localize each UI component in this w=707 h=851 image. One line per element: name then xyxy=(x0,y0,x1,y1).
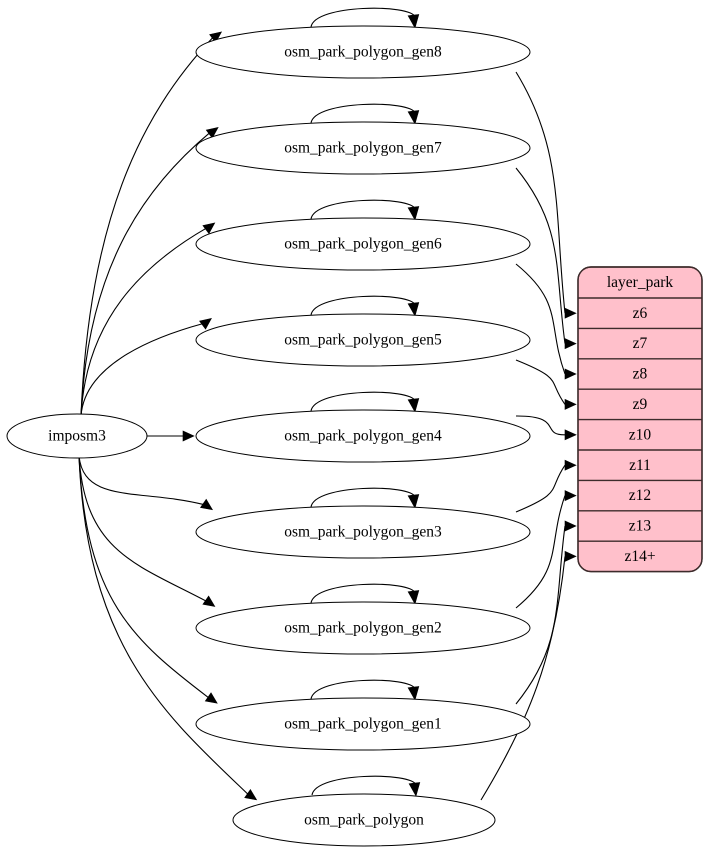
node-label-osm_park_polygon_gen4: osm_park_polygon_gen4 xyxy=(284,428,442,445)
self-loop-edge-osm_park_polygon_gen2 xyxy=(310,583,416,604)
arrowhead-self-loop-osm_park_polygon_gen1 xyxy=(407,686,420,701)
arrowhead-self-loop-osm_park_polygon_gen4 xyxy=(407,398,420,413)
edge-osm_park_polygon_gen8-to-z6 xyxy=(515,71,566,314)
arrowhead-self-loop-osm_park_polygon_gen2 xyxy=(407,590,420,605)
layer-park-table-node[interactable]: layer_park z6 z7 z8 z9 z10 z11 z12 z13 z14+ xyxy=(577,266,703,573)
layer-park-table-border xyxy=(577,266,703,573)
arrowhead-imposm3-to-osm_park_polygon_gen5 xyxy=(199,318,212,330)
self-loop-edge-osm_park_polygon_gen1 xyxy=(310,679,416,700)
edge-imposm3-to-osm_park_polygon_gen7 xyxy=(80,132,211,417)
arrowhead-osm_park_polygon-to-z14+ xyxy=(564,550,577,562)
arrowhead-osm_park_polygon_gen7-to-z7 xyxy=(564,338,577,350)
ellipse-shape-osm_park_polygon_gen3[interactable] xyxy=(195,505,531,559)
node-osm_park_polygon[interactable]: osm_park_polygon xyxy=(232,793,496,847)
node-osm_park_polygon_gen1[interactable]: osm_park_polygon_gen1 xyxy=(195,697,531,751)
arrowhead-osm_park_polygon_gen8-to-z6 xyxy=(564,307,577,319)
ellipse-shape-osm_park_polygon_gen6[interactable] xyxy=(195,217,531,271)
edges-layer xyxy=(78,31,577,801)
layer-park-table-header-label: layer_park xyxy=(607,274,674,291)
arrowhead-osm_park_polygon_gen5-to-z9 xyxy=(564,398,577,410)
self-loop-edge-osm_park_polygon_gen8 xyxy=(310,7,416,28)
arrowhead-osm_park_polygon_gen3-to-z11 xyxy=(564,459,577,471)
arrowhead-imposm3-to-osm_park_polygon_gen1 xyxy=(204,692,218,704)
node-osm_park_polygon_gen5[interactable]: osm_park_polygon_gen5 xyxy=(195,313,531,367)
arrowhead-self-loop-osm_park_polygon_gen3 xyxy=(407,494,420,509)
arrowhead-self-loop-osm_park_polygon_gen6 xyxy=(407,206,420,221)
edge-osm_park_polygon_gen6-to-z8 xyxy=(515,263,566,375)
node-label-osm_park_polygon_gen3: osm_park_polygon_gen3 xyxy=(284,524,442,541)
table-row-label-z11[interactable]: z11 xyxy=(629,457,651,474)
arrowhead-imposm3-to-osm_park_polygon_gen7 xyxy=(205,127,219,139)
table-row-label-z7[interactable]: z7 xyxy=(633,335,648,352)
edge-osm_park_polygon_gen7-to-z7 xyxy=(515,167,566,344)
ellipse-shape-osm_park_polygon_gen2[interactable] xyxy=(195,601,531,655)
ellipse-nodes-layer: osm_park_polygon_gen8 osm_park_polygon_ge… xyxy=(6,25,531,847)
arrowhead-imposm3-to-osm_park_polygon_gen8 xyxy=(209,31,223,44)
edge-imposm3-to-osm_park_polygon_gen6 xyxy=(80,227,207,417)
table-row-label-z12[interactable]: z12 xyxy=(629,487,651,504)
table-row-label-z6[interactable]: z6 xyxy=(633,305,648,322)
self-loop-edge-osm_park_polygon_gen5 xyxy=(310,295,416,316)
node-osm_park_polygon_gen7[interactable]: osm_park_polygon_gen7 xyxy=(195,121,531,175)
edge-imposm3-to-osm_park_polygon_gen8 xyxy=(80,36,214,417)
table-row-label-z13[interactable]: z13 xyxy=(629,518,652,535)
self-loop-edge-osm_park_polygon_gen4 xyxy=(310,391,416,412)
arrowhead-self-loop-osm_park_polygon_gen5 xyxy=(407,302,420,317)
edge-imposm3-to-osm_park_polygon_gen2 xyxy=(78,455,208,602)
edge-imposm3-to-osm_park_polygon_gen5 xyxy=(80,322,204,417)
node-label-osm_park_polygon_gen1: osm_park_polygon_gen1 xyxy=(284,716,442,733)
arrowhead-self-loop-osm_park_polygon_gen7 xyxy=(407,110,420,125)
self-loop-edge-osm_park_polygon_gen3 xyxy=(310,487,416,508)
self-loop-edges-layer xyxy=(310,7,421,797)
arrowhead-osm_park_polygon_gen2-to-z12 xyxy=(564,490,577,502)
node-label-osm_park_polygon: osm_park_polygon xyxy=(304,812,424,829)
ellipse-shape-osm_park_polygon_gen8[interactable] xyxy=(195,25,531,79)
arrowhead-self-loop-osm_park_polygon xyxy=(408,782,421,797)
arrowhead-imposm3-to-osm_park_polygon_gen4 xyxy=(182,430,195,442)
arrowhead-osm_park_polygon_gen6-to-z8 xyxy=(564,368,577,380)
ellipse-shape-imposm3[interactable] xyxy=(6,413,148,459)
node-osm_park_polygon_gen3[interactable]: osm_park_polygon_gen3 xyxy=(195,505,531,559)
self-loop-edge-osm_park_polygon xyxy=(311,775,417,796)
edge-osm_park_polygon_gen4-to-z10 xyxy=(515,415,566,436)
node-label-osm_park_polygon_gen5: osm_park_polygon_gen5 xyxy=(284,332,442,349)
table-row-label-z10[interactable]: z10 xyxy=(629,426,652,443)
node-osm_park_polygon_gen2[interactable]: osm_park_polygon_gen2 xyxy=(195,601,531,655)
ellipse-shape-osm_park_polygon_gen5[interactable] xyxy=(195,313,531,367)
edge-imposm3-to-osm_park_polygon_gen3 xyxy=(78,455,205,506)
edge-imposm3-to-osm_park_polygon_gen1 xyxy=(78,455,210,699)
self-loop-edge-osm_park_polygon_gen7 xyxy=(310,103,416,124)
ellipse-shape-osm_park_polygon_gen4[interactable] xyxy=(195,409,531,463)
table-row-label-z8[interactable]: z8 xyxy=(633,366,648,383)
edge-osm_park_polygon-to-z14+ xyxy=(480,556,566,801)
arrowhead-self-loop-osm_park_polygon_gen8 xyxy=(407,14,420,29)
node-label-osm_park_polygon_gen2: osm_park_polygon_gen2 xyxy=(284,620,442,637)
ellipse-shape-osm_park_polygon[interactable] xyxy=(232,793,496,847)
edge-osm_park_polygon_gen2-to-z12 xyxy=(515,495,566,609)
node-osm_park_polygon_gen6[interactable]: osm_park_polygon_gen6 xyxy=(195,217,531,271)
arrowhead-imposm3-to-osm_park_polygon_gen3 xyxy=(200,498,213,511)
node-osm_park_polygon_gen8[interactable]: osm_park_polygon_gen8 xyxy=(195,25,531,79)
node-label-osm_park_polygon_gen8: osm_park_polygon_gen8 xyxy=(284,44,442,61)
ellipse-shape-osm_park_polygon_gen1[interactable] xyxy=(195,697,531,751)
table-row-label-z9[interactable]: z9 xyxy=(633,396,648,413)
arrowhead-imposm3-to-osm_park_polygon xyxy=(244,788,258,801)
node-label-imposm3: imposm3 xyxy=(48,428,106,445)
edge-osm_park_polygon_gen3-to-z11 xyxy=(515,464,566,513)
ellipse-shape-osm_park_polygon_gen7[interactable] xyxy=(195,121,531,175)
node-label-osm_park_polygon_gen7: osm_park_polygon_gen7 xyxy=(284,140,442,157)
node-label-osm_park_polygon_gen6: osm_park_polygon_gen6 xyxy=(284,236,442,253)
arrowhead-osm_park_polygon_gen1-to-z13 xyxy=(564,520,577,532)
node-osm_park_polygon_gen4[interactable]: osm_park_polygon_gen4 xyxy=(195,409,531,463)
node-imposm3[interactable]: imposm3 xyxy=(6,413,148,459)
table-row-label-z14+[interactable]: z14+ xyxy=(624,548,655,565)
edge-imposm3-to-osm_park_polygon xyxy=(78,455,249,796)
arrowhead-imposm3-to-osm_park_polygon_gen6 xyxy=(202,222,216,235)
arrowhead-imposm3-to-osm_park_polygon_gen2 xyxy=(202,595,216,607)
arrowhead-osm_park_polygon_gen4-to-z10 xyxy=(564,429,577,441)
edge-osm_park_polygon_gen5-to-z9 xyxy=(515,359,566,405)
self-loop-edge-osm_park_polygon_gen6 xyxy=(310,199,416,220)
